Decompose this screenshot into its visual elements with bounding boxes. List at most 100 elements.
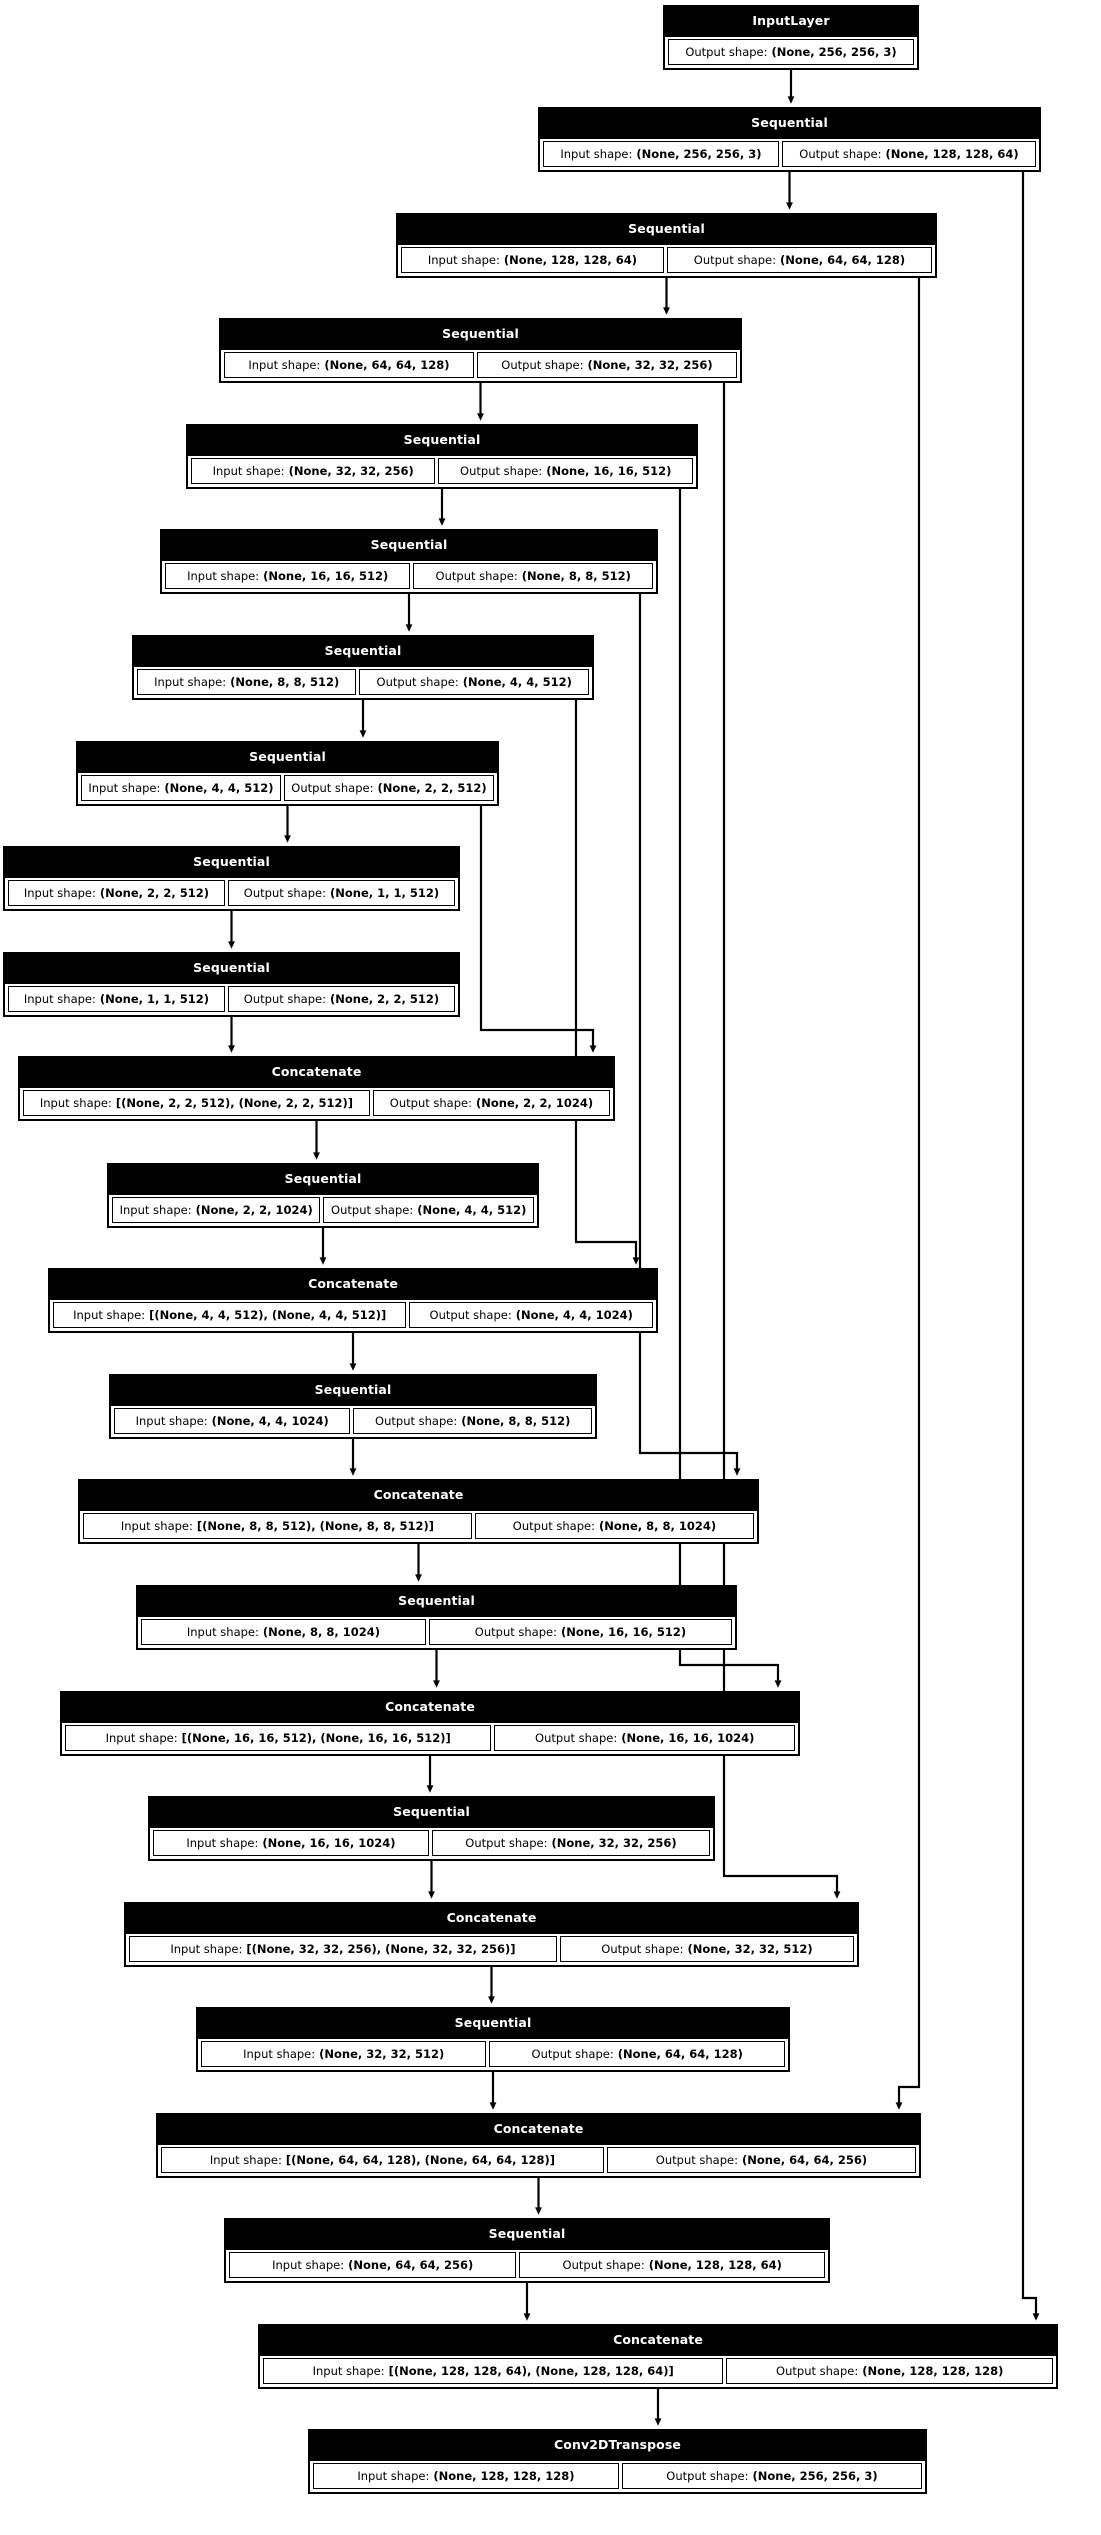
output-shape: Output shape:(None, 8, 8, 1024) (474, 1513, 755, 1539)
output-shape-label: Output shape: (685, 45, 768, 59)
node-shapes: Input shape:(None, 64, 64, 128)Output sh… (221, 348, 740, 381)
output-shape: Output shape:(None, 32, 32, 512) (559, 1936, 854, 1962)
output-shape-value: (None, 2, 2, 512) (329, 992, 440, 1006)
input-shape: Input shape:(None, 4, 4, 512) (81, 775, 281, 801)
output-shape: Output shape:(None, 128, 128, 64) (781, 141, 1037, 167)
input-shape-value: (None, 2, 2, 512) (99, 886, 210, 900)
output-shape-label: Output shape: (562, 2258, 645, 2272)
output-shape-value: (None, 8, 8, 512) (521, 569, 631, 583)
output-shape-value: (None, 64, 64, 128) (779, 253, 906, 267)
output-shape: Output shape:(None, 64, 64, 128) (489, 2041, 786, 2067)
output-shape: Output shape:(None, 2, 2, 512) (227, 986, 456, 1012)
node-shapes: Input shape:(None, 2, 2, 1024)Output sha… (109, 1193, 537, 1226)
edge-skip (574, 700, 640, 1265)
output-shape-label: Output shape: (375, 1414, 458, 1428)
node-title: Sequential (540, 109, 1039, 137)
output-shape-label: Output shape: (460, 464, 543, 478)
input-shape-value: [(None, 2, 2, 512), (None, 2, 2, 512)] (115, 1096, 354, 1110)
input-shape-value: (None, 1, 1, 512) (99, 992, 210, 1006)
output-shape: Output shape:(None, 32, 32, 256) (431, 1830, 711, 1856)
output-shape-label: Output shape: (666, 2469, 749, 2483)
input-shape-value: (None, 8, 8, 1024) (262, 1625, 381, 1639)
node-shapes: Input shape:(None, 256, 256, 3)Output sh… (540, 137, 1039, 170)
node-title: Sequential (134, 637, 592, 665)
output-shape: Output shape:(None, 128, 128, 128) (726, 2358, 1053, 2384)
input-shape: Input shape:[(None, 16, 16, 512), (None,… (65, 1725, 492, 1751)
node-shapes: Input shape:(None, 4, 4, 512)Output shap… (78, 771, 497, 804)
node-shapes: Input shape:(None, 1, 1, 512) Output shap… (5, 982, 458, 1015)
output-shape-value: (None, 64, 64, 128) (617, 2047, 743, 2061)
input-shape: Input shape:(None, 8, 8, 1024) (141, 1619, 426, 1645)
input-shape: Input shape:(None, 256, 256, 3) (543, 141, 779, 167)
output-shape: Output shape:(None, 16, 16, 512) (438, 458, 694, 484)
node-shapes: Input shape:(None, 2, 2, 512) Output shap… (5, 876, 458, 909)
input-shape: Input shape:(None, 2, 2, 512) (8, 880, 225, 906)
output-shape-value: (None, 32, 32, 256) (587, 358, 713, 372)
edge-skip (1021, 172, 1040, 2321)
output-shape-label: Output shape: (243, 992, 326, 1006)
output-shape-label: Output shape: (693, 253, 776, 267)
node-shapes: Input shape:[(None, 64, 64, 128), (None,… (158, 2143, 919, 2176)
output-shape-label: Output shape: (429, 1308, 512, 1322)
input-shape-label: Input shape: (23, 992, 96, 1006)
input-shape-label: Input shape: (212, 464, 285, 478)
output-shape-value: (None, 2, 2, 512) (377, 781, 487, 795)
input-shape-label: Input shape: (187, 569, 260, 583)
input-shape-label: Input shape: (312, 2364, 385, 2378)
output-shape-value: (None, 128, 128, 64) (648, 2258, 782, 2272)
output-shape: Output shape:(None, 16, 16, 1024) (494, 1725, 795, 1751)
input-shape: Input shape:(None, 16, 16, 1024) (153, 1830, 429, 1856)
output-shape: Output shape:(None, 8, 8, 512) (413, 563, 654, 589)
output-shape-label: Output shape: (243, 886, 326, 900)
node-title: Sequential (78, 743, 497, 771)
node-title: Concatenate (62, 1693, 798, 1721)
output-shape: Output shape:(None, 256, 256, 3) (668, 39, 914, 65)
input-shape-value: [(None, 16, 16, 512), (None, 16, 16, 512… (181, 1731, 451, 1745)
input-shape-label: Input shape: (248, 358, 321, 372)
node-shapes: Input shape:[(None, 2, 2, 512), (None, 2… (20, 1086, 613, 1119)
node-title: Sequential (150, 1798, 713, 1826)
output-shape-label: Output shape: (331, 1203, 414, 1217)
output-shape: Output shape:(None, 8, 8, 512) (353, 1408, 593, 1434)
node-title: Conv2DTranspose (310, 2431, 925, 2459)
input-shape-value: [(None, 128, 128, 64), (None, 128, 128, … (388, 2364, 674, 2378)
input-shape-value: (None, 16, 16, 1024) (262, 1836, 396, 1850)
input-shape-value: (None, 16, 16, 512) (263, 569, 389, 583)
node-title: Concatenate (50, 1270, 656, 1298)
output-shape-label: Output shape: (799, 147, 882, 161)
output-shape-value: (None, 4, 4, 512) (417, 1203, 527, 1217)
input-shape-value: (None, 4, 4, 1024) (211, 1414, 329, 1428)
input-shape-value: (None, 32, 32, 256) (288, 464, 414, 478)
output-shape-label: Output shape: (501, 358, 584, 372)
output-shape-label: Output shape: (465, 1836, 548, 1850)
output-shape: Output shape:(None, 2, 2, 512) (283, 775, 495, 801)
input-shape: Input shape:(None, 128, 128, 64) (401, 247, 664, 273)
output-shape-value: (None, 4, 4, 512) (462, 675, 572, 689)
node-title: Sequential (198, 2009, 788, 2037)
input-shape: Input shape:[(None, 32, 32, 256), (None,… (129, 1936, 557, 1962)
node-shapes: Input shape:[(None, 4, 4, 512), (None, 4… (50, 1298, 656, 1331)
output-shape-value: (None, 16, 16, 1024) (621, 1731, 755, 1745)
output-shape-label: Output shape: (376, 675, 459, 689)
input-shape-value: [(None, 8, 8, 512), (None, 8, 8, 512)] (196, 1519, 435, 1533)
node-shapes: Input shape:[(None, 128, 128, 64), (None… (260, 2354, 1056, 2387)
edge-skip (479, 806, 597, 1053)
input-shape-label: Input shape: (186, 1836, 259, 1850)
node-title: Concatenate (158, 2115, 919, 2143)
node-title: Concatenate (126, 1904, 857, 1932)
output-shape-label: Output shape: (512, 1519, 595, 1533)
node-shapes: Input shape:[(None, 8, 8, 512), (None, 8… (80, 1509, 757, 1542)
node-title: Concatenate (80, 1481, 757, 1509)
node-title: Sequential (398, 215, 935, 243)
output-shape-value: (None, 256, 256, 3) (752, 2469, 878, 2483)
input-shape: Input shape:[(None, 64, 64, 128), (None,… (161, 2147, 604, 2173)
